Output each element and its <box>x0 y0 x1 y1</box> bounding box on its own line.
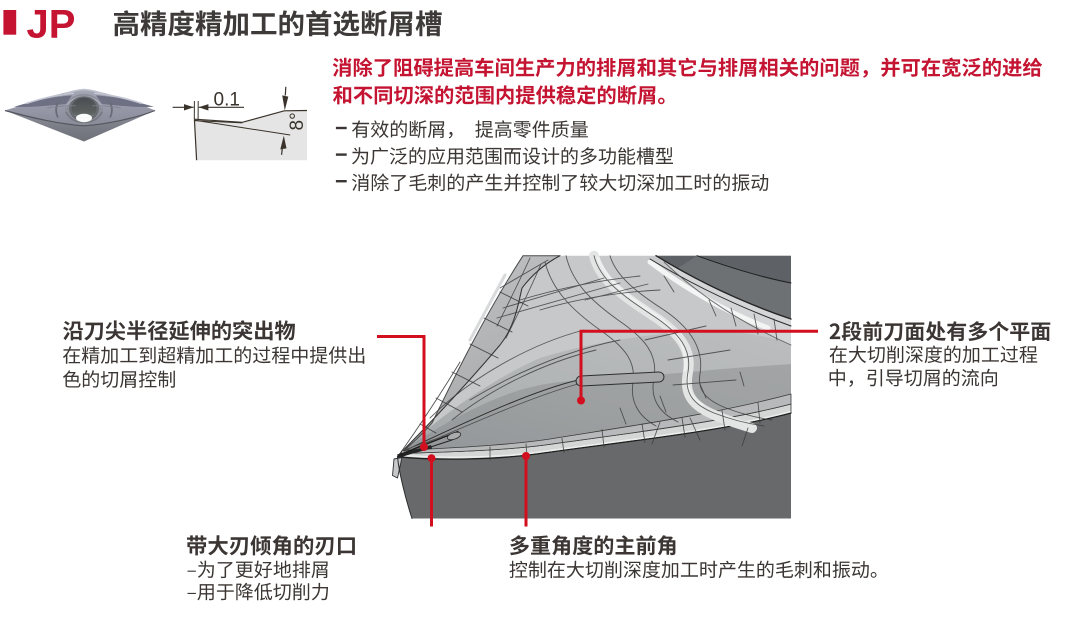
svg-text:0.1: 0.1 <box>214 89 240 110</box>
svg-text:8°: 8° <box>287 112 308 130</box>
svg-text:JP: JP <box>27 2 76 46</box>
